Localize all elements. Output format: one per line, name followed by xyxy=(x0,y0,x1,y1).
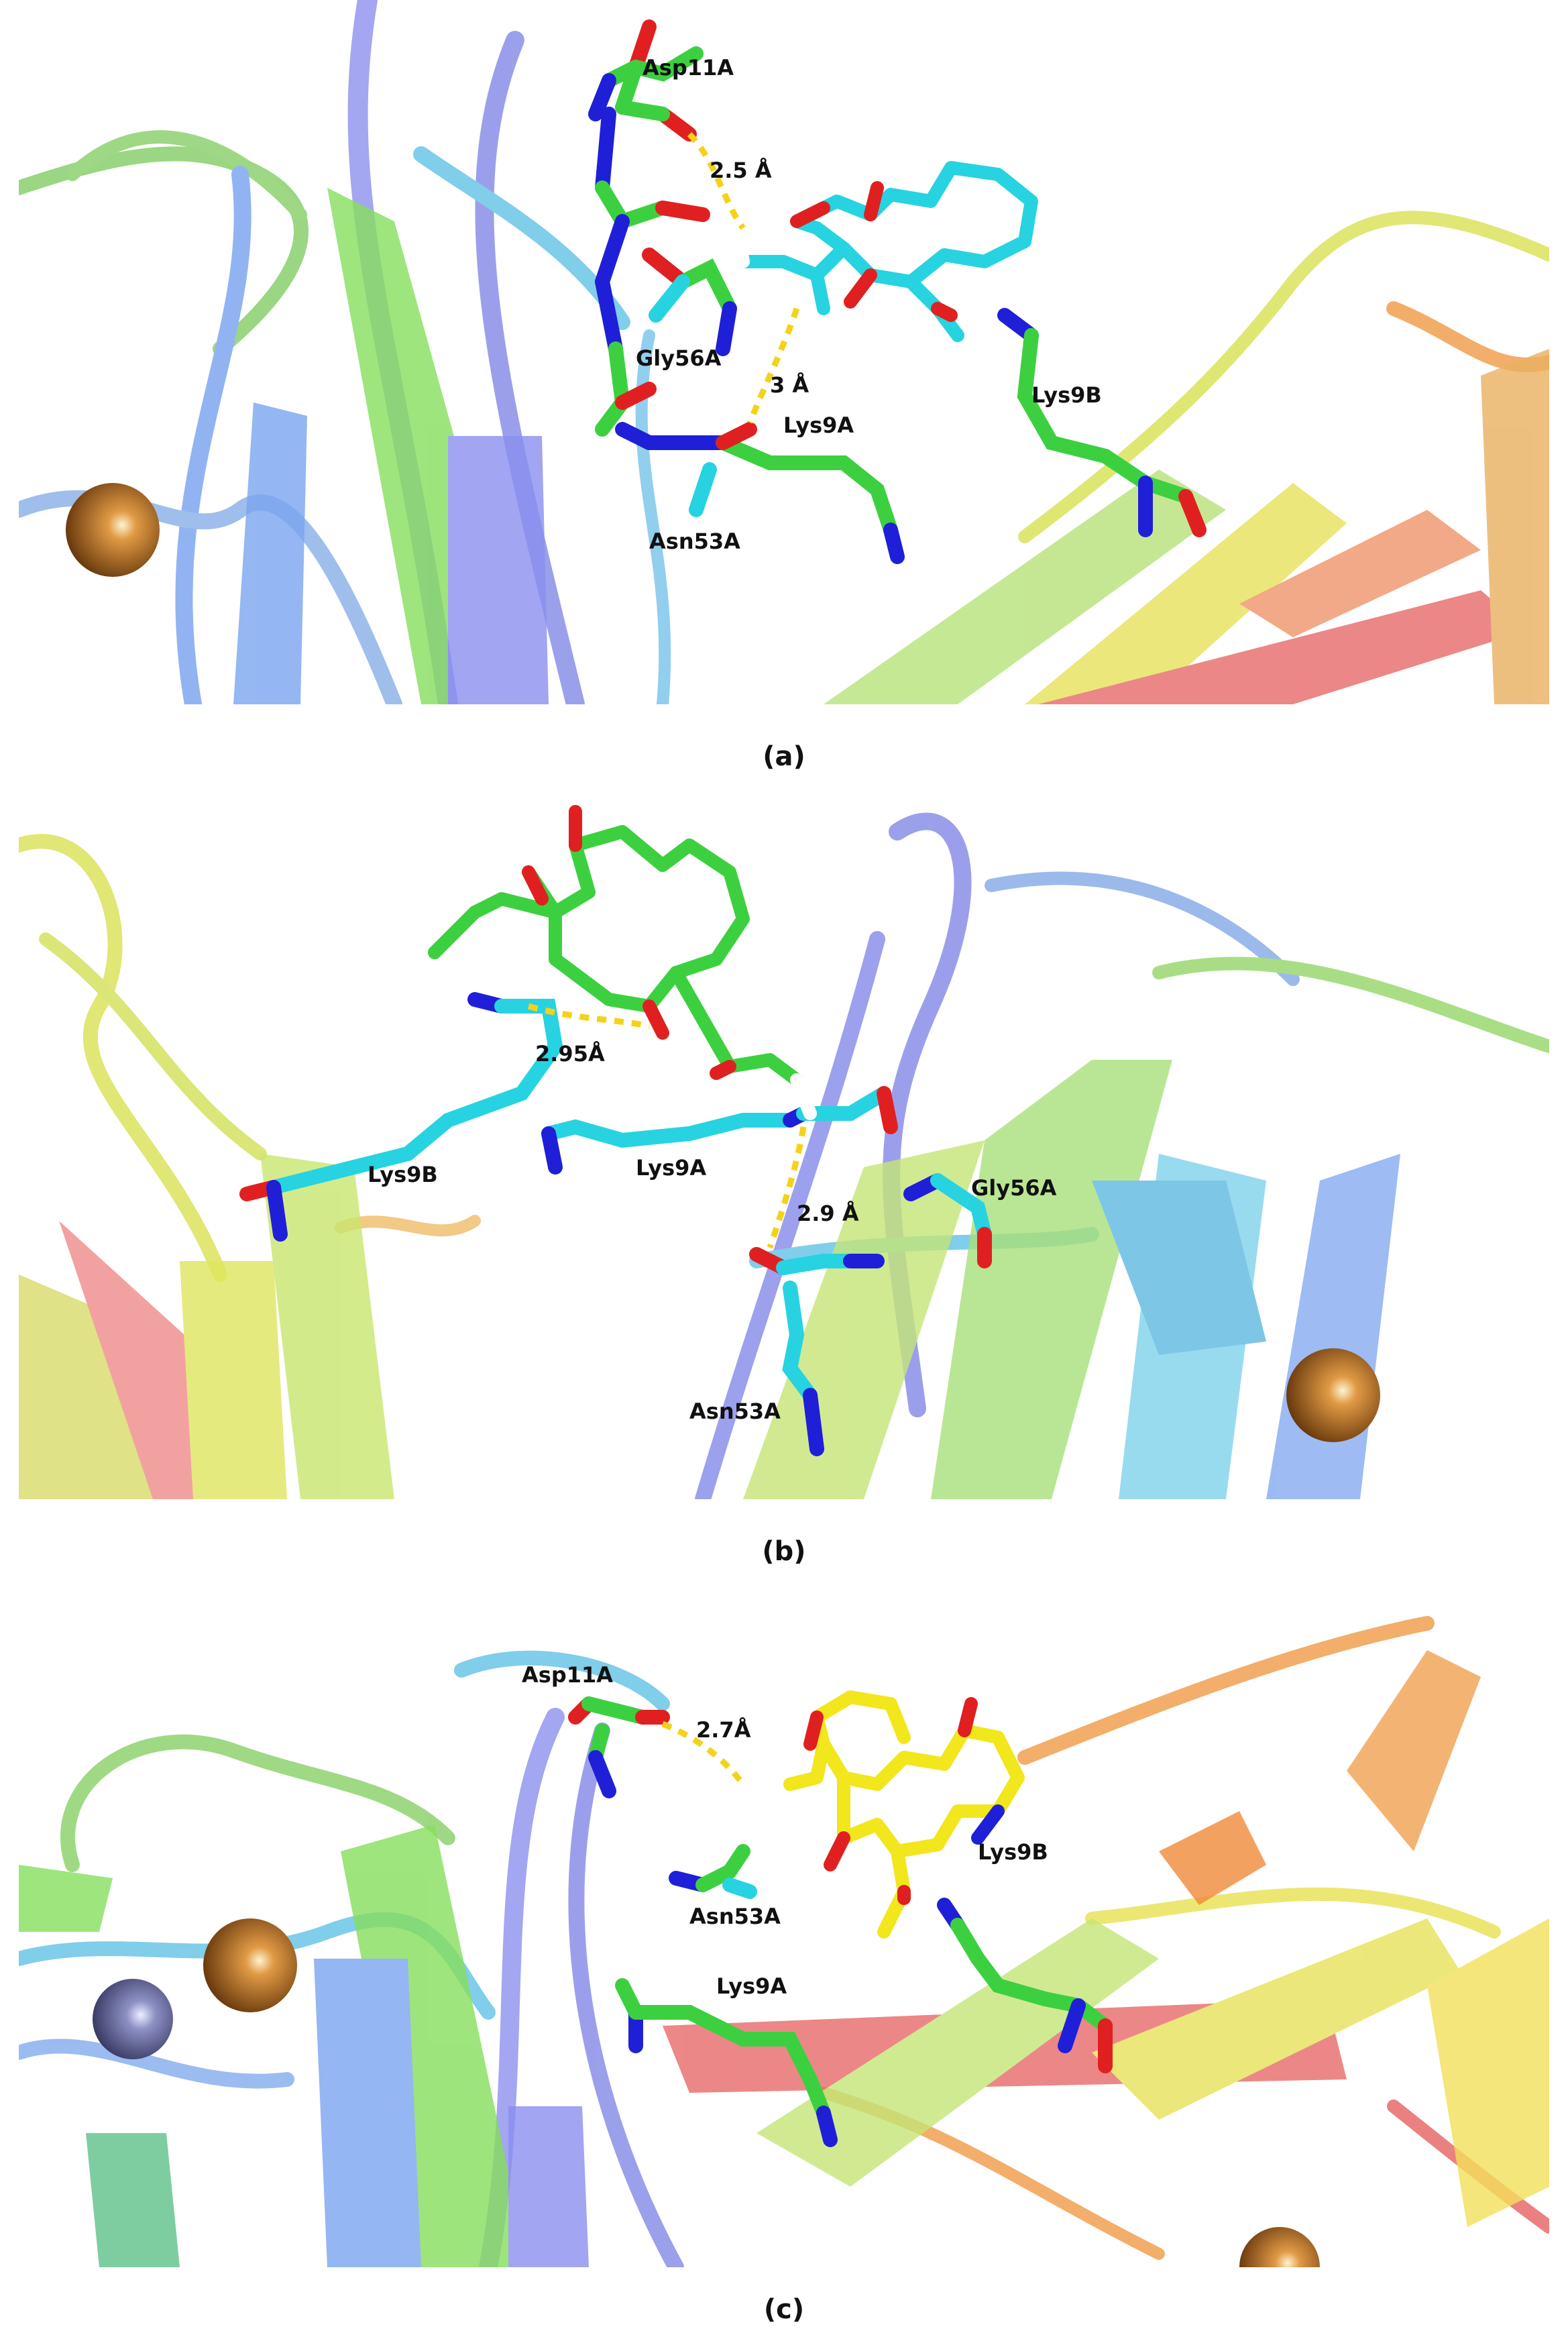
panel-c: Asp11A Asn53A Lys9B Lys9A 2.7Å xyxy=(19,1583,1549,2267)
gly56a-sticks xyxy=(642,248,737,356)
caption-b: (b) xyxy=(762,1536,806,1567)
copper-ion xyxy=(1286,1348,1380,1442)
label-asp11a: Asp11A xyxy=(642,55,734,80)
caption-c: (c) xyxy=(763,2294,805,2325)
asp11a-sticks xyxy=(588,19,710,437)
distance-c-1: 2.7Å xyxy=(696,1717,751,1743)
label-lys9b: Lys9B xyxy=(368,1162,438,1187)
hbonds-a xyxy=(687,131,800,424)
caption-a: (a) xyxy=(763,741,805,772)
label-asn53a: Asn53A xyxy=(689,1904,781,1929)
label-gly56a: Gly56A xyxy=(971,1175,1057,1201)
label-lys9b: Lys9B xyxy=(1031,382,1102,408)
ligand-c xyxy=(736,1690,1025,1939)
asn53a-sticks xyxy=(669,1844,757,1899)
zinc-ion xyxy=(93,1979,173,2059)
distance-a-1: 2.5 Å xyxy=(710,158,772,183)
lys9b-sticks xyxy=(239,992,563,1242)
label-lys9a: Lys9A xyxy=(783,413,854,438)
panel-b: Lys9B Lys9A Gly56A Asn53A 2.95Å 2.9 Å xyxy=(19,805,1549,1499)
label-asp11a: Asp11A xyxy=(522,1662,613,1688)
copper-ion xyxy=(203,1918,297,2012)
label-lys9a: Lys9A xyxy=(716,1973,787,1999)
label-lys9b: Lys9B xyxy=(978,1839,1048,1865)
label-lys9a: Lys9A xyxy=(636,1155,706,1181)
copper-ion xyxy=(66,483,160,577)
label-asn53a: Asn53A xyxy=(689,1399,781,1424)
gly56a-sticks xyxy=(903,1173,992,1268)
distance-b-1: 2.95Å xyxy=(535,1041,605,1067)
distance-b-2: 2.9 Å xyxy=(797,1201,859,1226)
ligand-a xyxy=(730,161,1038,342)
hbonds-c xyxy=(661,1721,746,1786)
panel-a-image: Asp11A Gly56A Lys9A Lys9B Asn53A 2.5 Å 3… xyxy=(19,0,1549,704)
asn53a-sticks xyxy=(749,1247,885,1456)
ligand-b xyxy=(428,805,817,1120)
panel-c-image: Asp11A Asn53A Lys9B Lys9A 2.7Å xyxy=(19,1616,1549,2267)
distance-a-2: 3 Å xyxy=(770,372,809,398)
hbonds-b xyxy=(527,1003,807,1249)
beta-strands xyxy=(19,1650,1549,2267)
copper-ion xyxy=(1239,2227,1320,2267)
asp11a-sticks xyxy=(568,1696,670,1798)
lys9a-sticks xyxy=(541,1086,898,1175)
lys9a-sticks xyxy=(615,422,905,564)
beta-strands xyxy=(233,188,1549,704)
panel-a: Asp11A Gly56A Lys9A Lys9B Asn53A 2.5 Å 3… xyxy=(19,0,1549,704)
label-gly56a: Gly56A xyxy=(636,345,722,371)
lys9a-sticks xyxy=(615,1978,838,2147)
lys9b-sticks xyxy=(937,1898,1113,2073)
panel-b-image: Lys9B Lys9A Gly56A Asn53A 2.95Å 2.9 Å xyxy=(19,805,1549,1499)
label-asn53a: Asn53A xyxy=(649,529,740,554)
lys9b-sticks xyxy=(997,308,1207,537)
